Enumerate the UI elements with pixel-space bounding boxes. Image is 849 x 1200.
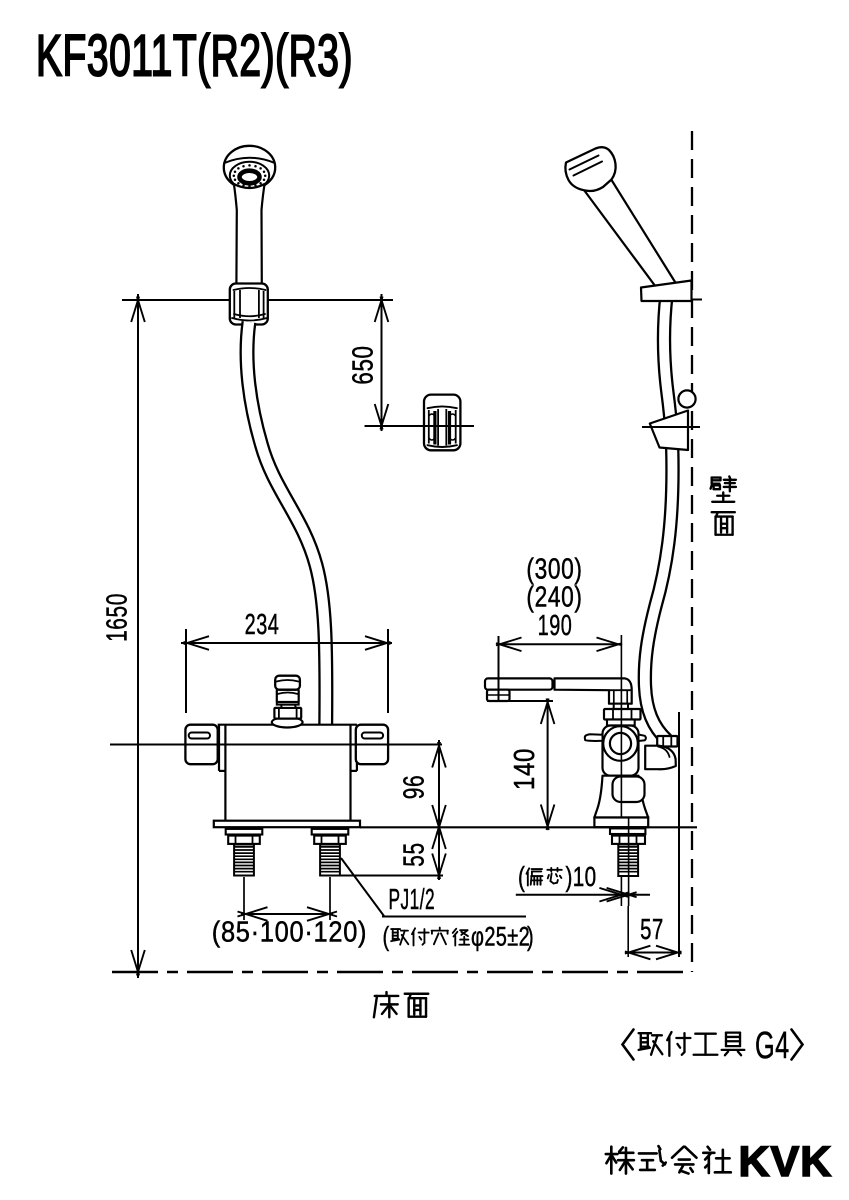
svg-text:KVK: KVK xyxy=(739,1138,833,1186)
svg-text:650: 650 xyxy=(347,345,379,384)
svg-text:): ) xyxy=(527,922,534,953)
svg-text:(240): (240) xyxy=(526,581,582,613)
svg-text:(: ( xyxy=(518,862,526,893)
svg-text:G4: G4 xyxy=(755,1025,790,1067)
svg-text:190: 190 xyxy=(538,610,573,642)
svg-text:(300): (300) xyxy=(526,553,582,585)
svg-text:(85·100·120): (85·100·120) xyxy=(212,916,367,948)
svg-text:(: ( xyxy=(383,922,390,953)
svg-text:)10: )10 xyxy=(566,862,597,893)
svg-text:57: 57 xyxy=(640,914,664,946)
svg-text:KF3011T(R2)(R3): KF3011T(R2)(R3) xyxy=(36,24,353,89)
svg-text:234: 234 xyxy=(245,609,280,641)
svg-text:140: 140 xyxy=(509,748,541,790)
svg-text:96: 96 xyxy=(398,775,430,799)
svg-text:55: 55 xyxy=(398,842,430,866)
svg-text:PJ1/2: PJ1/2 xyxy=(389,884,436,916)
svg-text:φ25±2: φ25±2 xyxy=(471,922,530,953)
svg-text:1650: 1650 xyxy=(101,593,133,642)
